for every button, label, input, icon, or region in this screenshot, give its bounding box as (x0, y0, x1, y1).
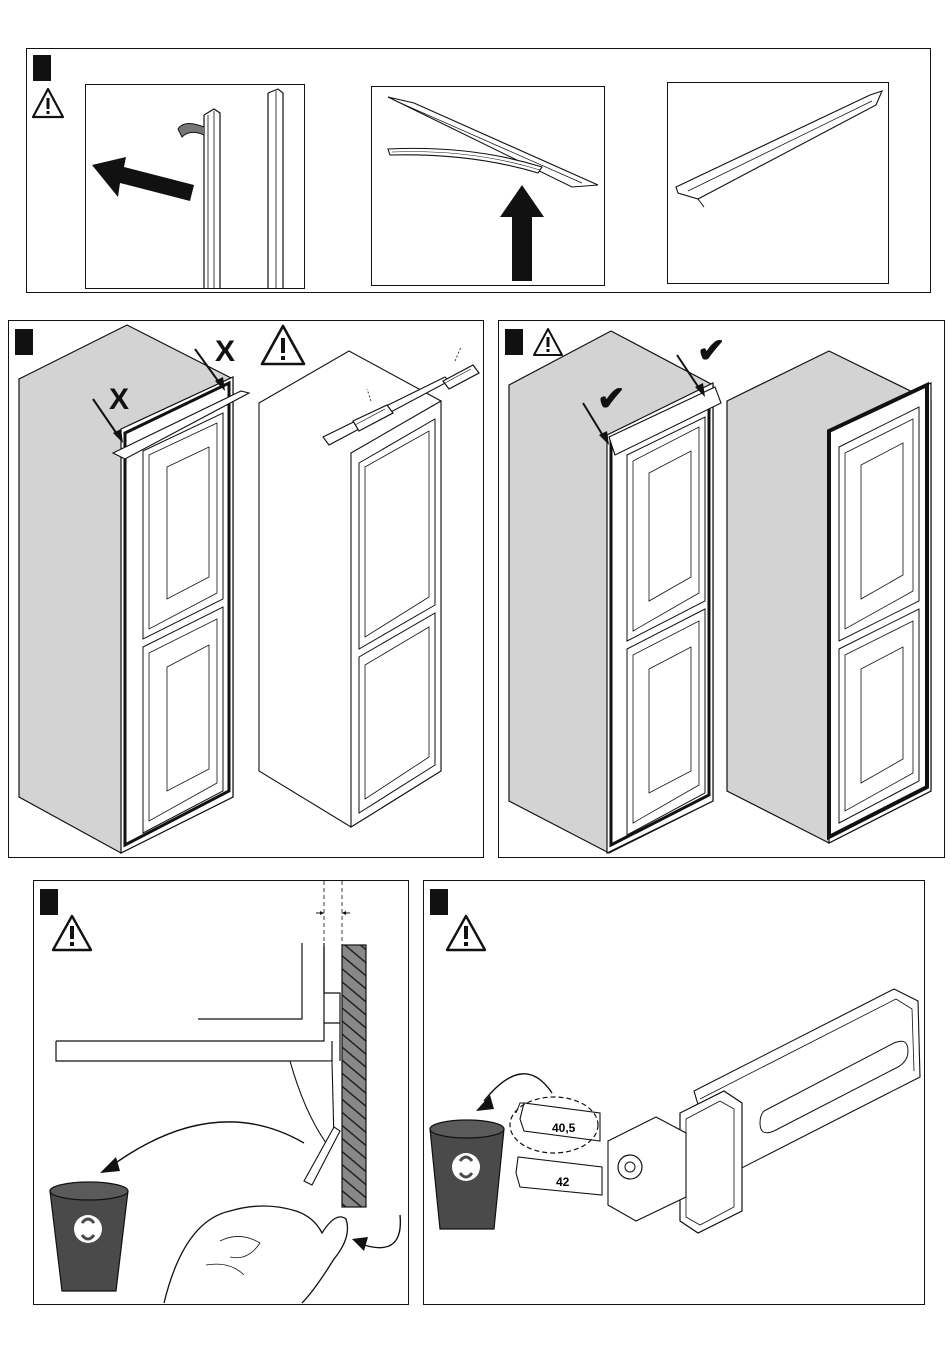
strip-label-lower: 42 (556, 1175, 569, 1189)
warning-triangle-icon (259, 323, 307, 367)
step-panel-wrong-fitting: X X (8, 320, 484, 858)
step-panel-strip-preparation (26, 48, 931, 293)
step-panel-spacer-adjustment: 40,5 42 (423, 880, 925, 1305)
illustration-cabinets-incorrect (9, 321, 485, 859)
illustration-peel-backing (85, 84, 305, 289)
illustration-flex-strip (371, 86, 605, 286)
recycle-bin-icon (50, 1182, 128, 1291)
illustration-spacer-removal (34, 881, 410, 1306)
step-panel-remove-spacer (33, 880, 409, 1305)
warning-triangle-icon (31, 87, 65, 119)
illustration-strip-ready (667, 82, 889, 284)
step-panel-correct-fitting: ✔ ✔ (498, 320, 945, 858)
cross-mark-left: X (109, 383, 129, 417)
step-number-marker (33, 55, 51, 81)
check-mark-right: ✔ (697, 331, 726, 371)
illustration-spacer-bracket (424, 881, 926, 1306)
illustration-cabinets-correct (499, 321, 946, 859)
cross-mark-right: X (215, 335, 235, 369)
strip-label-upper: 40,5 (552, 1121, 575, 1135)
check-mark-left: ✔ (597, 379, 626, 419)
recycle-bin-icon (430, 1120, 504, 1229)
